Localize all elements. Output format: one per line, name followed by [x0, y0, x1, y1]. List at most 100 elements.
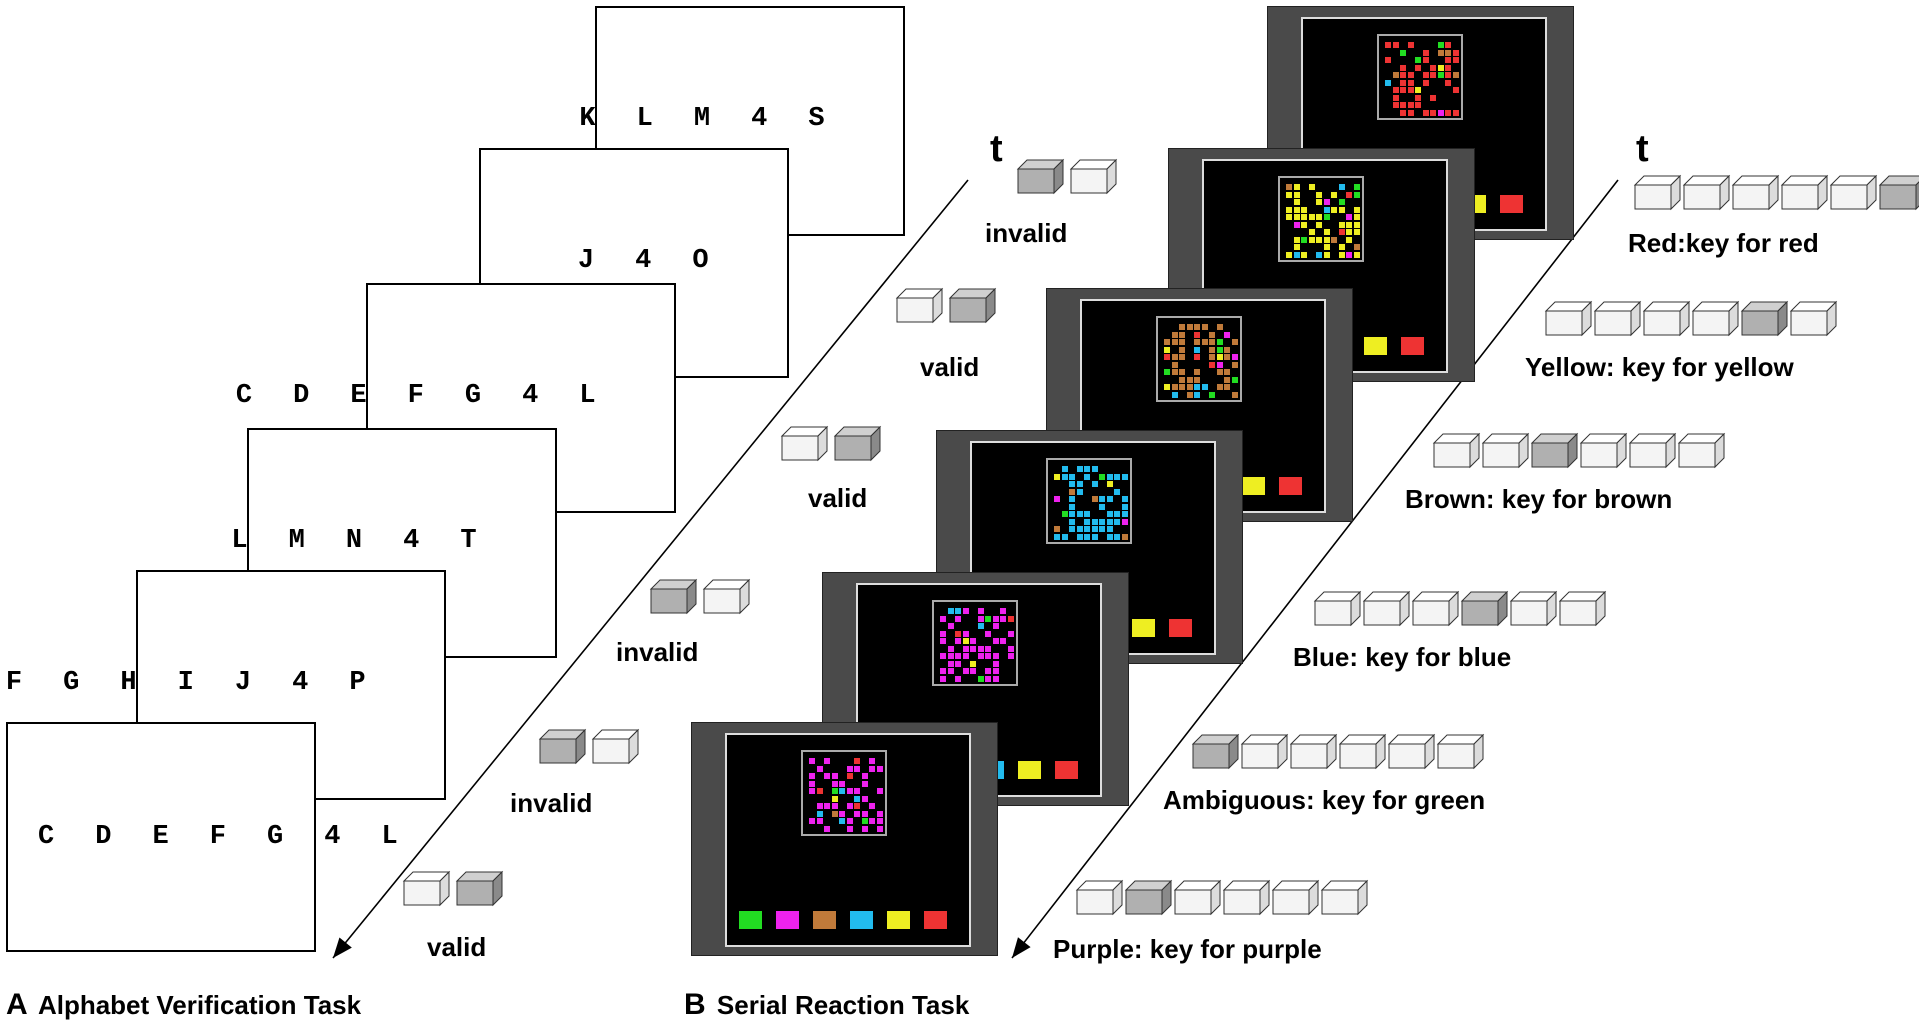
stimulus-dot	[1323, 251, 1330, 258]
response-key-icon	[649, 578, 698, 615]
letter-sequence: C D E F G 4 L	[235, 381, 608, 411]
stimulus-dot	[1201, 384, 1208, 390]
stimulus-dot	[1316, 221, 1322, 228]
stimulus-dot	[1076, 526, 1083, 532]
stimulus-dot	[831, 788, 838, 794]
stimulus-dot	[1286, 191, 1292, 198]
response-key-icon	[1436, 733, 1485, 770]
stimulus-dot	[861, 818, 868, 824]
stimulus-dot	[1216, 324, 1223, 330]
stimulus-dot	[1054, 533, 1060, 540]
stimulus-dot	[1069, 488, 1075, 495]
stimulus-dot	[985, 645, 991, 652]
monitor-frame	[691, 722, 998, 956]
stimulus-dot	[816, 803, 823, 809]
stimulus-dot	[1445, 79, 1451, 86]
stimulus-dot	[1407, 79, 1414, 86]
stimulus-dot	[846, 825, 853, 832]
stimulus-dot	[1091, 533, 1098, 540]
response-label: Brown: key for brown	[1405, 484, 1673, 514]
stimulus-dot	[1415, 94, 1421, 101]
stimulus-dot	[1316, 191, 1322, 198]
stimulus-dot	[846, 788, 853, 794]
stimulus-dot	[1430, 94, 1436, 101]
stimulus-dot	[1430, 109, 1436, 116]
stimulus-dot	[1293, 199, 1300, 205]
letter-sequence: C D E F G 4 L	[38, 822, 411, 852]
stimulus-dot	[1216, 384, 1223, 390]
stimulus-dot	[1353, 221, 1360, 228]
stimulus-dot	[846, 803, 853, 809]
stimulus-dot	[1106, 473, 1113, 480]
stimulus-dot	[1076, 511, 1083, 517]
stimulus-dot	[1069, 481, 1075, 487]
stimulus-dot	[1286, 251, 1292, 258]
stimulus-dot	[1179, 331, 1185, 338]
stimulus-dot	[861, 773, 868, 779]
stimulus-dot	[1007, 615, 1014, 622]
stimulus-dot	[1452, 49, 1459, 56]
stimulus-dot	[854, 810, 860, 817]
panel-a-title-text: Alphabet Verification Task	[37, 990, 362, 1020]
stimulus-dot	[1316, 236, 1322, 243]
response-key-icon	[948, 287, 997, 324]
stimulus-dot	[816, 810, 823, 817]
stimulus-dot	[1293, 206, 1300, 213]
stimulus-dot	[876, 765, 883, 772]
stimulus-dot	[1338, 206, 1345, 213]
stimulus-dot	[1069, 503, 1075, 510]
response-key-icon	[1642, 300, 1691, 337]
stimulus-dot	[1091, 526, 1098, 532]
stimulus-dot	[1186, 391, 1193, 398]
stimulus-dot	[846, 765, 853, 772]
stimulus-dot	[1084, 526, 1090, 532]
stimulus-dot	[977, 608, 984, 614]
stimulus-dot	[839, 810, 845, 817]
stimulus-dot	[992, 660, 999, 667]
response-key-icon	[1191, 733, 1240, 770]
stimulus-dot	[1385, 79, 1391, 86]
stimulus-dot	[1316, 214, 1322, 220]
stimulus-dot	[1346, 191, 1352, 198]
stimulus-dot	[1171, 361, 1178, 368]
stimulus-dot	[1194, 384, 1200, 390]
stimulus-dot	[1392, 72, 1399, 78]
response-key-icon	[1289, 733, 1338, 770]
stimulus-dot	[1171, 331, 1178, 338]
stimulus-dot	[1201, 339, 1208, 345]
response-color-key	[887, 911, 910, 929]
stimulus-dot	[1353, 206, 1360, 213]
response-key-icon	[1481, 432, 1530, 469]
stimulus-dot	[1286, 214, 1292, 220]
stimulus-dot	[1179, 384, 1185, 390]
stimulus-dot	[1452, 87, 1459, 93]
stimulus-dot	[970, 668, 976, 674]
stimulus-matrix	[1278, 176, 1364, 262]
stimulus-dot	[1293, 221, 1300, 228]
stimulus-dot	[1007, 645, 1014, 652]
stimulus-dot	[1194, 346, 1200, 353]
response-label: invalid	[616, 637, 699, 667]
stimulus-dot	[854, 803, 860, 809]
response-key-icon	[591, 728, 640, 765]
stimulus-dot	[985, 675, 991, 682]
stimulus-dot	[876, 788, 883, 794]
stimulus-dot	[1323, 214, 1330, 220]
stimulus-dot	[992, 653, 999, 659]
stimulus-dot	[1286, 206, 1292, 213]
stimulus-dot	[1293, 191, 1300, 198]
stimulus-dot	[1293, 251, 1300, 258]
stimulus-dot	[1400, 102, 1406, 108]
panel-b-time-label: t	[1636, 128, 1649, 170]
stimulus-dot	[1179, 346, 1185, 353]
stimulus-dot	[1407, 87, 1414, 93]
stimulus-dot	[1385, 57, 1391, 63]
stimulus-dot	[876, 818, 883, 824]
stimulus-dot	[1422, 57, 1429, 63]
stimulus-dot	[1338, 199, 1345, 205]
stimulus-dot	[970, 660, 976, 667]
stimulus-dot	[1323, 229, 1330, 235]
response-key-icon	[1313, 590, 1362, 627]
stimulus-dot	[1323, 244, 1330, 250]
stimulus-dot	[1099, 503, 1105, 510]
